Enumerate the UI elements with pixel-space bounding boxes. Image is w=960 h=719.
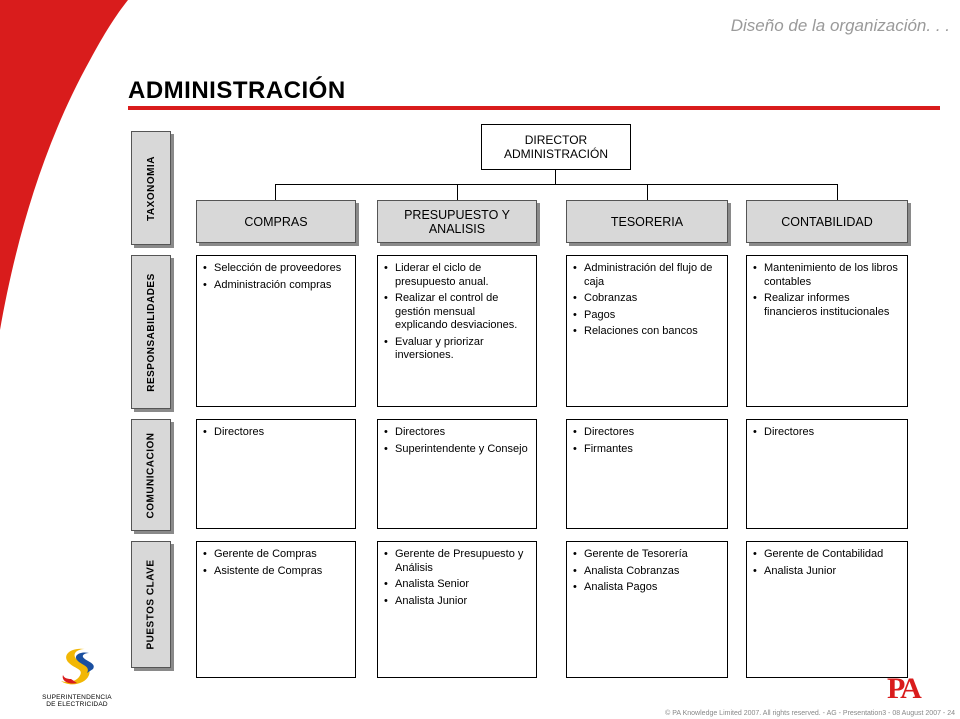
- list-item: Gerente de Contabilidad: [753, 548, 901, 562]
- list-item: Directores: [203, 426, 349, 440]
- dept-header-contabilidad: CONTABILIDAD: [746, 200, 908, 243]
- director-box: DIRECTOR ADMINISTRACIÓN: [481, 124, 631, 170]
- list-item: Pagos: [573, 309, 721, 323]
- list-item: Administración del flujo de caja: [573, 262, 721, 289]
- connector-drop-presupuesto: [457, 184, 458, 200]
- superintendencia-logo-mark-icon: [61, 648, 94, 685]
- cell-comunicacion-presupuesto: Directores Superintendente y Consejo: [377, 419, 537, 529]
- list-item: Analista Senior: [384, 578, 530, 592]
- list-item: Firmantes: [573, 443, 721, 457]
- list-item: Analista Pagos: [573, 581, 721, 595]
- list-item: Gerente de Tesorería: [573, 548, 721, 562]
- cell-puestos-compras: Gerente de Compras Asistente de Compras: [196, 541, 356, 678]
- director-line-1: DIRECTOR: [524, 133, 588, 147]
- section-label-comunicacion: COMUNICACION: [131, 419, 171, 531]
- list-item: Directores: [384, 426, 530, 440]
- copyright-footer: © PA Knowledge Limited 2007. All rights …: [665, 710, 955, 717]
- cell-responsabilidades-compras: Selección de proveedores Administración …: [196, 255, 356, 407]
- connector-drop-tesoreria: [647, 184, 648, 200]
- list-item: Realizar el control de gestión mensual e…: [384, 292, 530, 333]
- superintendencia-logo: SUPERINTENDENCIA DE ELECTRICIDAD: [27, 645, 127, 708]
- logo-text-line-1: SUPERINTENDENCIA: [42, 694, 112, 701]
- cell-responsabilidades-tesoreria: Administración del flujo de caja Cobranz…: [566, 255, 728, 407]
- cell-comunicacion-tesoreria: Directores Firmantes: [566, 419, 728, 529]
- slide-title: ADMINISTRACIÓN: [128, 77, 346, 104]
- cell-puestos-tesoreria: Gerente de Tesorería Analista Cobranzas …: [566, 541, 728, 678]
- logo-text-line-2: DE ELECTRICIDAD: [46, 701, 108, 708]
- list-item: Analista Cobranzas: [573, 565, 721, 579]
- director-line-2: ADMINISTRACIÓN: [503, 147, 608, 161]
- dept-header-presupuesto: PRESUPUESTO Y ANALISIS: [377, 200, 537, 243]
- pa-logo: PA: [887, 672, 922, 705]
- list-item: Evaluar y priorizar inversiones.: [384, 336, 530, 363]
- section-label-puestos-clave: PUESTOS CLAVE: [131, 541, 171, 668]
- list-item: Asistente de Compras: [203, 565, 349, 579]
- cell-responsabilidades-presupuesto: Liderar el ciclo de presupuesto anual. R…: [377, 255, 537, 407]
- cell-puestos-contabilidad: Gerente de Contabilidad Analista Junior: [746, 541, 908, 678]
- list-item: Selección de proveedores: [203, 262, 349, 276]
- title-underline: [128, 106, 940, 110]
- list-item: Superintendente y Consejo: [384, 443, 530, 457]
- list-item: Directores: [753, 426, 901, 440]
- connector-vertical-director: [555, 170, 556, 184]
- dept-header-tesoreria: TESORERIA: [566, 200, 728, 243]
- list-item: Gerente de Compras: [203, 548, 349, 562]
- connector-drop-compras: [275, 184, 276, 200]
- list-item: Gerente de Presupuesto y Análisis: [384, 548, 530, 575]
- list-item: Administración compras: [203, 279, 349, 293]
- list-item: Analista Junior: [753, 565, 901, 579]
- list-item: Liderar el ciclo de presupuesto anual.: [384, 262, 530, 289]
- section-label-responsabilidades: RESPONSABILIDADES: [131, 255, 171, 409]
- cell-comunicacion-contabilidad: Directores: [746, 419, 908, 529]
- cell-puestos-presupuesto: Gerente de Presupuesto y Análisis Analis…: [377, 541, 537, 678]
- list-item: Cobranzas: [573, 292, 721, 306]
- list-item: Relaciones con bancos: [573, 325, 721, 339]
- slide-subtitle: Diseño de la organización. . .: [730, 16, 950, 35]
- corner-swoosh-decoration: [0, 0, 128, 330]
- cell-comunicacion-compras: Directores: [196, 419, 356, 529]
- connector-horizontal: [275, 184, 837, 185]
- connector-drop-contabilidad: [837, 184, 838, 200]
- section-label-taxonomia: TAXONOMIA: [131, 131, 171, 245]
- list-item: Mantenimiento de los libros contables: [753, 262, 901, 289]
- dept-header-compras: COMPRAS: [196, 200, 356, 243]
- list-item: Analista Junior: [384, 595, 530, 609]
- list-item: Realizar informes financieros institucio…: [753, 292, 901, 319]
- list-item: Directores: [573, 426, 721, 440]
- cell-responsabilidades-contabilidad: Mantenimiento de los libros contables Re…: [746, 255, 908, 407]
